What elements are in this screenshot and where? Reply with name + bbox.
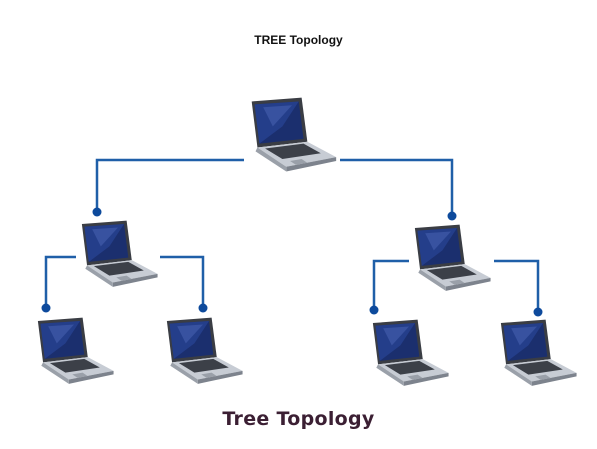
laptop-icon-root bbox=[251, 97, 337, 172]
diagram-caption: Tree Topology bbox=[222, 408, 375, 430]
connector-dot-leaf-4 bbox=[533, 307, 543, 317]
connector-dot-hub-left bbox=[92, 207, 102, 217]
link-hub-right-to-leaf-4 bbox=[494, 259, 540, 312]
link-hub-left-to-leaf-1 bbox=[44, 255, 76, 308]
laptop-icon-leaf-2 bbox=[166, 317, 243, 384]
link-root-to-hub-right bbox=[340, 158, 454, 216]
link-root-to-hub-left bbox=[95, 158, 244, 212]
laptop-icon-leaf-3 bbox=[372, 319, 449, 386]
laptop-icon-hub-left bbox=[81, 220, 158, 287]
connector-dot-leaf-3 bbox=[369, 305, 379, 315]
link-hub-right-to-leaf-3 bbox=[372, 259, 409, 310]
laptop-icon-leaf-4 bbox=[500, 319, 577, 386]
connector-dot-hub-right bbox=[447, 211, 457, 221]
laptop-icon-leaf-1 bbox=[37, 317, 114, 384]
connector-dot-leaf-1 bbox=[41, 303, 51, 313]
link-hub-left-to-leaf-2 bbox=[160, 255, 205, 308]
laptop-icon-hub-right bbox=[414, 224, 491, 291]
diagram-title: TREE Topology bbox=[254, 33, 343, 47]
connector-dot-leaf-2 bbox=[198, 303, 208, 313]
